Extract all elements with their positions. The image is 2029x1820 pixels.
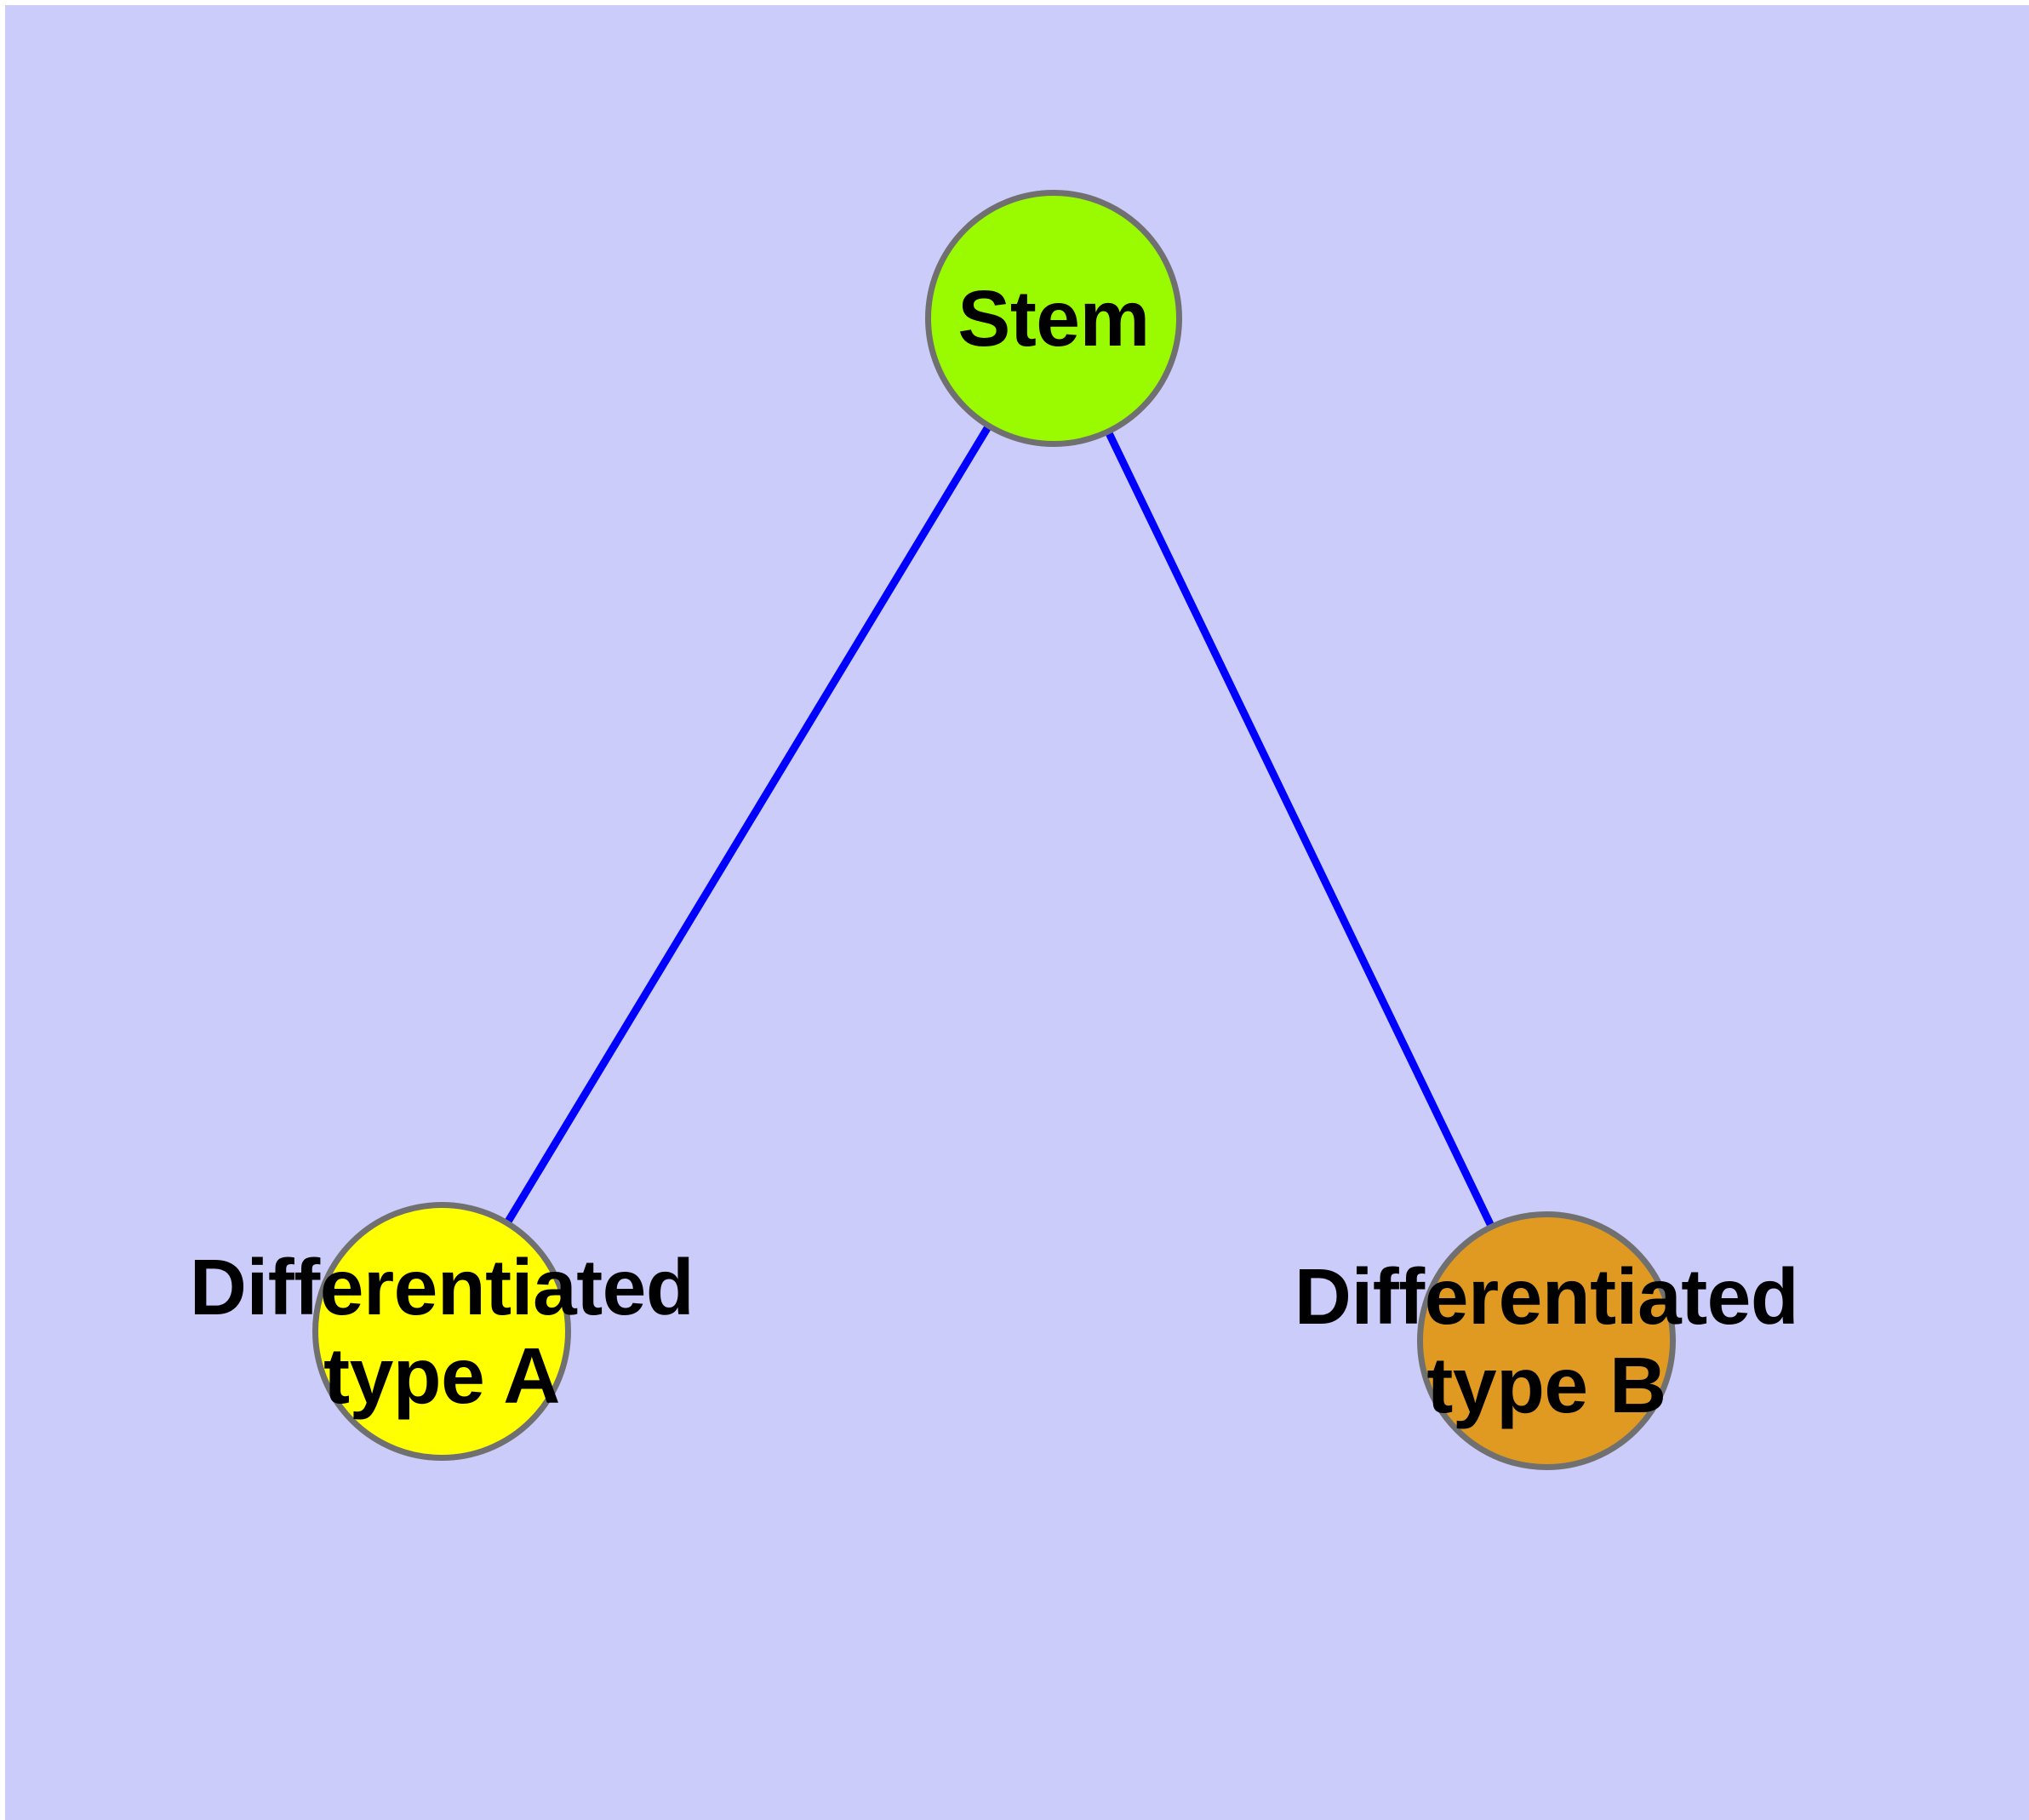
node-stem[interactable] <box>925 190 1182 447</box>
node-differentiated-type-b[interactable] <box>1417 1211 1676 1470</box>
edge-stem-to-differentiated-type-a <box>438 316 1057 1334</box>
node-differentiated-type-a[interactable] <box>312 1202 571 1461</box>
edge-stem-to-differentiated-type-b <box>1049 317 1551 1342</box>
